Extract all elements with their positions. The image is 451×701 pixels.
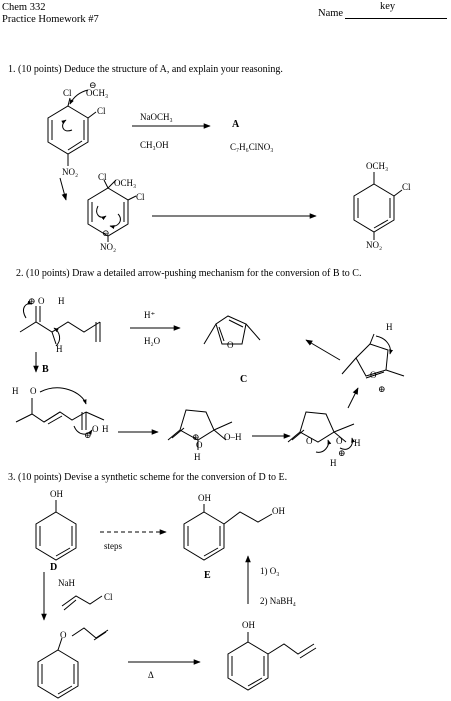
- q2-return-arrow: [305, 339, 341, 361]
- q1-solvent-ch3oh: CH₃OH: [140, 140, 169, 150]
- question-2-prompt: 2. (10 points) Draw a detailed arrow-pus…: [16, 268, 362, 279]
- q1-intermediate-arrow-a: [96, 205, 107, 221]
- name-field[interactable]: [345, 6, 447, 19]
- q2-enol-arrow-2: [73, 425, 93, 435]
- q3-allyl-chloride: [61, 595, 103, 607]
- q2-cation-h: H: [386, 322, 393, 332]
- q1-intermediate-arrow: [59, 177, 68, 201]
- assignment-title: Practice Homework #7: [2, 14, 99, 25]
- q3-phenol-d: [35, 500, 77, 561]
- q1-cl-top: Cl: [63, 88, 72, 98]
- q2-b-arrow-1: [23, 300, 33, 319]
- q1-prod-cl: Cl: [402, 182, 411, 192]
- q1-meisenheimer-complex: [87, 179, 137, 242]
- course-title: Chem 332: [2, 2, 46, 13]
- q1-prod-och3: OCH₃: [366, 161, 389, 171]
- q2-enol: [15, 398, 105, 430]
- q2-lone-pair-arrow: [315, 439, 332, 453]
- q3-allylphenol-oh: OH: [242, 620, 255, 630]
- q2-reagent-acid: H⁺: [144, 310, 156, 320]
- q1-prod-no2: NO₂: [366, 240, 383, 250]
- q1-int-cl: Cl: [98, 172, 107, 182]
- q2-enol-arrow: [39, 387, 87, 405]
- q1-formula: C₇H₆ClNO₃: [230, 142, 274, 152]
- question-3-prompt: 3. (10 points) Devise a synthetic scheme…: [8, 472, 288, 483]
- q2-b-h-alpha: H: [56, 344, 63, 354]
- q3-label-d: D: [50, 562, 58, 573]
- q1-no2-start: NO₂: [62, 167, 79, 177]
- q3-e-oh: OH: [198, 493, 211, 503]
- q3-d-oh: OH: [50, 489, 63, 499]
- q1-product-arene: [353, 172, 403, 240]
- q3-steps-label: steps: [104, 541, 122, 551]
- q2-cation-plus: ⊕: [378, 384, 386, 394]
- q2-b-oxygen: O: [38, 296, 45, 306]
- q2-enol-oxygen: O: [30, 386, 37, 396]
- q1-reagent-naoch3: NaOCH₃: [140, 112, 173, 122]
- q3-step-ozonolysis: 1) O₃: [260, 566, 280, 576]
- question-1-prompt: 1. (10 points) Deduce the structure of A…: [8, 64, 283, 75]
- q2-leaving-arrow: [339, 437, 356, 450]
- q3-reagent-nah: NaH: [58, 578, 75, 588]
- q1-attack-arrow: [69, 89, 89, 105]
- q3-product-e: [183, 504, 273, 561]
- q2-oxocarbenium: [341, 333, 405, 379]
- q2-cation-oxygen: O: [370, 370, 377, 380]
- q2-reagent-water: H₂O: [144, 336, 161, 346]
- q2-enol-oxygen-2: O: [92, 424, 99, 434]
- q1-int-minus: ⊖: [102, 228, 110, 238]
- q1-cl-ring: Cl: [97, 106, 106, 116]
- q2-b-oxonium-plus: ⊕: [28, 296, 36, 306]
- q2-prot-oxygen: O: [306, 436, 313, 446]
- q2-b-arrow-2: [53, 327, 61, 347]
- q3-label-e: E: [204, 570, 211, 581]
- q1-methoxide: OCH₃: [86, 88, 109, 98]
- q2-hemiketal-plus: ⊕: [192, 432, 200, 442]
- name-label: Name: [318, 8, 344, 19]
- q1-minus-charge: ⊖: [89, 80, 97, 90]
- q2-prot-h-2: H: [330, 458, 337, 468]
- q2-up-arrow: [347, 387, 359, 409]
- q2-hemiketal-oh: O–H: [224, 432, 242, 442]
- q3-heat: Δ: [148, 670, 154, 680]
- q2-label-b: B: [42, 364, 49, 375]
- q1-ring-arrow: [61, 119, 73, 132]
- q2-cation-arrow: [375, 335, 394, 355]
- q2-hemiketal: [167, 409, 233, 450]
- q3-allyl-ether: [37, 627, 109, 699]
- q2-compound-c: [203, 315, 261, 345]
- q3-e-oh-chain: OH: [272, 506, 285, 516]
- q2-hemiketal-oxygen: O: [196, 440, 203, 450]
- q1-label-a: A: [232, 119, 240, 130]
- q3-ether-oxygen: O: [60, 630, 67, 640]
- q3-step-reduction: 2) NaBH₄: [260, 596, 296, 606]
- q2-enol-h: H: [12, 386, 19, 396]
- q3-allylphenol: [227, 632, 317, 691]
- q1-int-cl-ring: Cl: [136, 192, 145, 202]
- name-value: key: [380, 1, 396, 12]
- q2-hemiketal-h: H: [194, 452, 201, 462]
- q1-int-no2: NO₂: [100, 242, 117, 252]
- q2-b-h: H: [58, 296, 65, 306]
- q2-prot-oxygen-2: O: [336, 436, 343, 446]
- q2-label-c: C: [240, 374, 248, 385]
- q2-prot-plus: ⊕: [338, 448, 346, 458]
- q2-enol-h-2: H: [102, 424, 109, 434]
- q2-prot-h-1: H: [354, 438, 361, 448]
- q1-int-och3: OCH₃: [114, 178, 137, 188]
- q2-c-oxygen: O: [227, 340, 234, 350]
- q2-protonated-hemiketal: [287, 411, 355, 443]
- q1-intermediate-arrow-b: [109, 213, 121, 230]
- q1-starting-arene: [47, 97, 97, 166]
- q3-reagent-allyl-cl: Cl: [104, 592, 113, 602]
- q2-compound-b: [19, 306, 101, 345]
- q2-enol-plus: ⊕: [84, 430, 92, 440]
